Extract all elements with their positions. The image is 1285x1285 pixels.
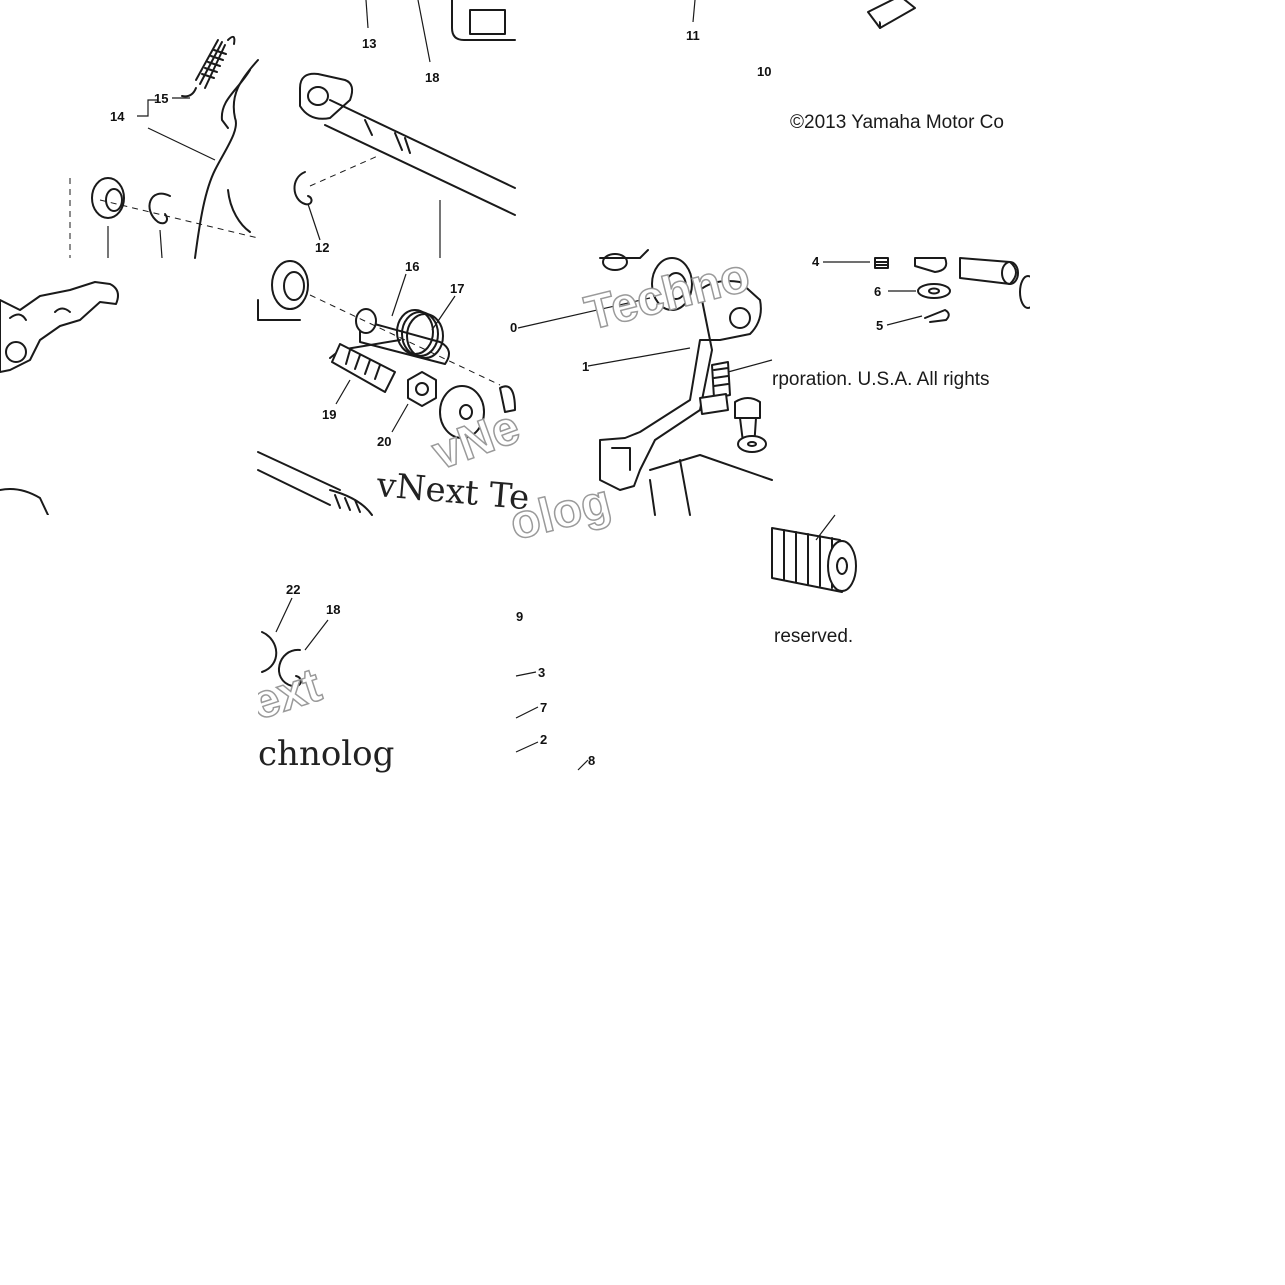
foot-peg-rubber (771, 514, 857, 593)
fwd-tag (867, 0, 916, 29)
tile-top-right (867, 0, 916, 29)
callout-6: 6 (874, 284, 881, 299)
callout-16: 16 (405, 259, 419, 274)
watermark-serif: vNext Te (374, 465, 531, 518)
callouts: 13 18 11 10 14 15 12 16 17 19 20 4 6 5 1… (110, 28, 883, 768)
callout-17: 17 (450, 281, 464, 296)
clip (293, 171, 313, 206)
watermark-serif-2: chnolog (258, 734, 394, 774)
callout-10: 10 (757, 64, 771, 79)
callout-8: 8 (588, 753, 595, 768)
callout-18b: 18 (326, 602, 340, 617)
callout-11: 11 (686, 28, 700, 43)
lever-arm-outline (194, 59, 259, 259)
cotter-pin (924, 309, 950, 323)
clevis-pin (734, 397, 761, 419)
circlip (261, 631, 278, 673)
copyright-line-1: ©2013 Yamaha Motor Co (790, 112, 1004, 133)
callout-4: 4 (812, 254, 820, 269)
e-clip-2 (278, 648, 302, 688)
callout-12: 12 (315, 240, 329, 255)
copyright-line-2: rporation. U.S.A. All rights (772, 369, 990, 390)
nut (407, 371, 437, 407)
tile-bottom (261, 514, 857, 771)
pinch-bolt (711, 361, 731, 399)
copyright-line-3: reserved. (774, 626, 853, 647)
tile-top-right-center (692, 0, 696, 23)
callout-15: 15 (154, 91, 168, 106)
callout-13: 13 (362, 36, 376, 51)
flat-washer (917, 283, 951, 299)
callout-14: 14 (110, 109, 125, 124)
tension-spring (181, 35, 236, 98)
bushing (91, 177, 125, 219)
shift-arm (599, 280, 762, 491)
tile-mid-right-center (517, 249, 773, 516)
callout-7: 7 (540, 700, 547, 715)
tile-mid-center (257, 260, 516, 516)
tile-top-left (69, 35, 259, 259)
shift-lever (0, 281, 119, 373)
watermarks: Techno vNe ext olog vNext Te chnolog (244, 248, 755, 774)
callout-9: 9 (516, 609, 523, 624)
tile-mid-left (0, 281, 119, 516)
callout-2: 2 (540, 732, 547, 747)
callout-1: 1 (582, 359, 589, 374)
callout-22: 22 (286, 582, 300, 597)
shift-shaft (299, 72, 516, 216)
callout-20: 20 (377, 434, 391, 449)
tile-top-center (293, 0, 516, 258)
callout-3: 3 (538, 665, 545, 680)
tile-mid-right (734, 257, 1037, 453)
callout-18: 18 (425, 70, 439, 85)
callout-5: 5 (876, 318, 883, 333)
callout-19: 19 (322, 407, 336, 422)
copyright: ©2013 Yamaha Motor Co rporation. U.S.A. … (772, 112, 1004, 647)
pivot-pin (355, 308, 450, 365)
collar (271, 260, 309, 310)
e-clip (148, 192, 171, 225)
bolt (331, 343, 396, 393)
washer (439, 385, 485, 439)
callout-0: 0 (510, 320, 517, 335)
